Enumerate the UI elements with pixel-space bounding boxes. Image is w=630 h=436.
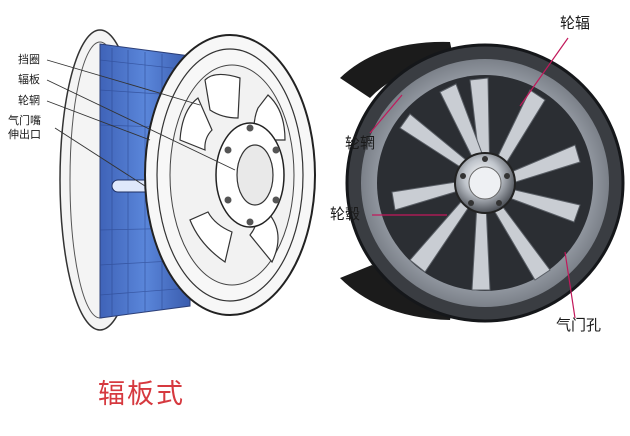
caption-disc-type: 辐板式: [98, 379, 185, 410]
label-disc: 辐板: [18, 73, 40, 86]
label-valve-stem: 气门嘴: [8, 114, 41, 127]
spoke-wheel-drawing: [340, 37, 625, 323]
disc-wheel-drawing: [46, 29, 316, 331]
label-spoke: 轮辐: [560, 14, 591, 32]
label-valve-outlet: 伸出口: [8, 128, 41, 141]
tire-top-section: [340, 41, 455, 98]
label-left-rim: 轮辋: [18, 94, 40, 107]
label-hub: 轮毂: [330, 205, 361, 223]
label-valve-hole: 气门孔: [556, 316, 602, 334]
label-rim-flange: 挡圈: [18, 53, 40, 66]
label-right-rim: 轮辋: [345, 134, 376, 152]
